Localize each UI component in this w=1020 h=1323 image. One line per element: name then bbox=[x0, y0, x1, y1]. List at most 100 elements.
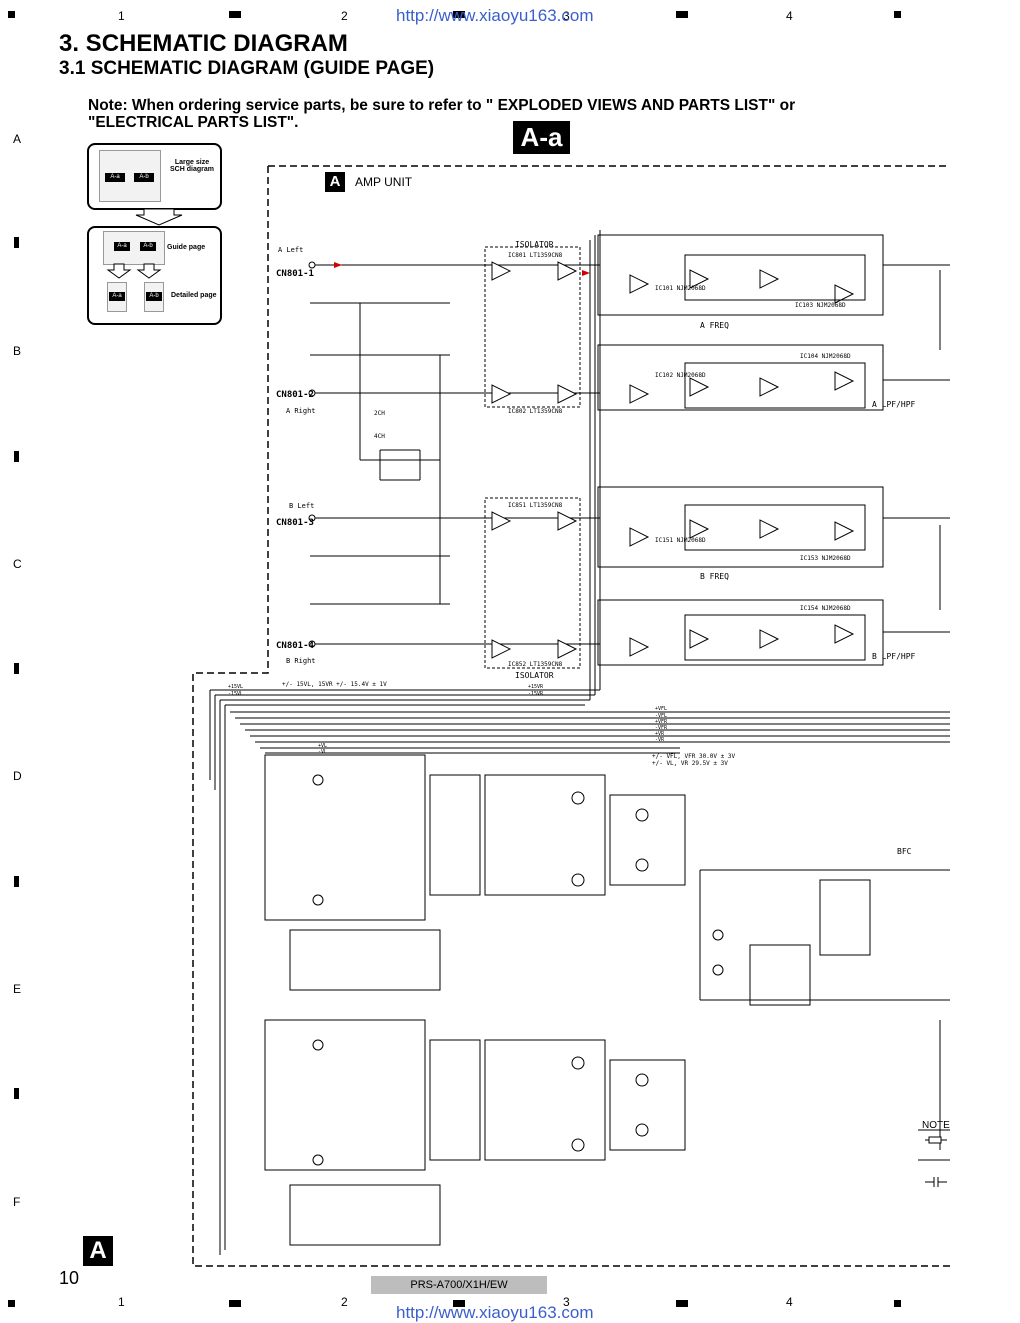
column-label: 2 bbox=[341, 9, 348, 23]
row-label: E bbox=[13, 982, 22, 996]
detail-thumbnail-a: A-a bbox=[107, 282, 127, 312]
row-label: D bbox=[13, 769, 22, 783]
grid-marker bbox=[229, 1300, 241, 1307]
rail-label: -VFR bbox=[655, 725, 668, 731]
connector-label: CN801-4 bbox=[276, 641, 314, 651]
ic-label: IC801 LT1359CN8 bbox=[508, 252, 563, 259]
ic-label: IC101 NJM2068D bbox=[655, 285, 706, 292]
page-title: 3. SCHEMATIC DIAGRAM bbox=[59, 30, 348, 57]
detailed-page-label: Detailed page bbox=[171, 292, 217, 299]
grid-marker bbox=[453, 11, 465, 18]
svg-text:B Left: B Left bbox=[289, 502, 314, 510]
watermark-url-bottom[interactable]: http://www.xiaoyu163.com bbox=[396, 1303, 594, 1322]
filter-blocks bbox=[597, 234, 950, 666]
grid-marker bbox=[894, 11, 901, 18]
isolator-boxes bbox=[484, 246, 581, 669]
ic-label: IC151 NJM2068D bbox=[655, 537, 706, 544]
column-label: 1 bbox=[118, 1295, 125, 1309]
rail-label: -VL bbox=[318, 749, 328, 755]
row-marker bbox=[14, 663, 19, 674]
column-label: 1 bbox=[118, 9, 125, 23]
rail-label: +15VL bbox=[228, 684, 244, 690]
page-number: 10 bbox=[59, 1268, 80, 1288]
connector-terminals bbox=[308, 261, 316, 648]
filter-label: B LPF/HPF bbox=[872, 652, 916, 661]
row-marker bbox=[14, 451, 19, 462]
column-label: 3 bbox=[563, 1295, 570, 1309]
row-label: F bbox=[13, 1195, 21, 1209]
tile-a-b: A-b bbox=[134, 173, 154, 182]
isolator-label: ISOLATOR bbox=[515, 671, 554, 680]
row-marker bbox=[14, 237, 19, 248]
legend-symbols bbox=[925, 1136, 947, 1187]
guide-thumbnail: A-a A-b bbox=[103, 231, 165, 265]
row-marker bbox=[14, 876, 19, 887]
unit-name: AMP UNIT bbox=[355, 175, 413, 189]
connector-label: CN801-1 bbox=[276, 269, 314, 279]
rail-label: +VR bbox=[655, 731, 665, 737]
arrow-down-icon bbox=[135, 208, 183, 226]
guide-page-label: Guide page bbox=[167, 244, 206, 251]
svg-text:B Right: B Right bbox=[286, 657, 316, 665]
row-label: C bbox=[13, 557, 22, 571]
rail-label: +VFL bbox=[655, 706, 668, 712]
row-label: B bbox=[13, 344, 22, 358]
split-arrows-icon bbox=[106, 263, 162, 279]
ic-label: IC802 LT1359CN8 bbox=[508, 408, 563, 415]
ic-label: IC104 NJM2068D bbox=[800, 353, 851, 360]
rail-label: -VFL bbox=[655, 713, 668, 719]
grid-marker bbox=[8, 11, 15, 18]
unit-border bbox=[192, 165, 950, 1267]
freq-label: B FREQ bbox=[700, 572, 729, 581]
unit-tag: A bbox=[325, 172, 345, 192]
tile-a-b: A-b bbox=[146, 292, 162, 301]
ic-label: IC154 NJM2068D bbox=[800, 605, 851, 612]
connector-label: CN801-2 bbox=[276, 390, 314, 400]
ic-label: IC103 NJM2068D bbox=[795, 302, 846, 309]
ic-label: IC851 LT1359CN8 bbox=[508, 502, 563, 509]
channel-label: 4CH bbox=[374, 433, 385, 440]
filter-label: A LPF/HPF bbox=[872, 400, 916, 409]
rail-label: +VL bbox=[318, 743, 328, 749]
tile-a-a: A-a bbox=[109, 292, 125, 301]
model-number: PRS-A700/X1H/EW bbox=[371, 1276, 547, 1294]
column-label: 4 bbox=[786, 1295, 793, 1309]
column-label: 4 bbox=[786, 9, 793, 23]
watermark-url-top[interactable]: http://www.xiaoyu163.com bbox=[396, 6, 594, 25]
rail-label: +VFR bbox=[655, 719, 668, 725]
input-lines bbox=[310, 264, 600, 645]
detail-thumbnail-b: A-b bbox=[144, 282, 164, 312]
ordering-note: Note: When ordering service parts, be su… bbox=[88, 97, 796, 131]
rail-label: -15VL bbox=[228, 691, 244, 697]
channel-label: 2CH bbox=[374, 410, 385, 417]
tile-a-a: A-a bbox=[114, 242, 130, 251]
grid-marker bbox=[8, 1300, 15, 1307]
page-subtitle: 3.1 SCHEMATIC DIAGRAM (GUIDE PAGE) bbox=[59, 58, 435, 79]
rail-label: -15VR bbox=[528, 691, 544, 697]
row-label: A bbox=[13, 132, 22, 146]
tile-a-b: A-b bbox=[140, 242, 156, 251]
transistor-symbols bbox=[312, 774, 724, 1166]
grid-marker bbox=[229, 11, 241, 18]
guide-detail-box: A-a A-b Guide page A-a A-b Detailed page bbox=[87, 226, 222, 325]
note-label: NOTE bbox=[922, 1120, 950, 1131]
grid-marker bbox=[453, 1300, 465, 1307]
connector-label: CN801-3 bbox=[276, 518, 314, 528]
sheet-tag: A-a bbox=[513, 121, 570, 154]
supply-note: +/- 15VL, 15VR +/- 15.4V ± 1V bbox=[282, 681, 387, 688]
sheet-letter-tag: A bbox=[83, 1236, 113, 1266]
large-size-label: Large size SCH diagram bbox=[170, 159, 214, 173]
supply-note: +/- VFL, VFR 30.0V ± 3V bbox=[652, 753, 736, 760]
ic-label: IC852 LT1359CN8 bbox=[508, 661, 563, 668]
column-label: 3 bbox=[563, 9, 570, 23]
ic-label: IC102 NJM2068D bbox=[655, 372, 706, 379]
tile-a-a: A-a bbox=[105, 173, 125, 182]
supply-note: +/- VL, VR 29.5V ± 3V bbox=[652, 760, 728, 767]
svg-text:A Left: A Left bbox=[278, 246, 303, 254]
opamp-symbols bbox=[491, 261, 855, 659]
freq-label: A FREQ bbox=[700, 321, 729, 330]
sheet-thumbnail: A-a A-b bbox=[99, 150, 161, 202]
grid-marker bbox=[676, 11, 688, 18]
row-marker bbox=[14, 1088, 19, 1099]
rail-label: -VR bbox=[655, 737, 665, 743]
